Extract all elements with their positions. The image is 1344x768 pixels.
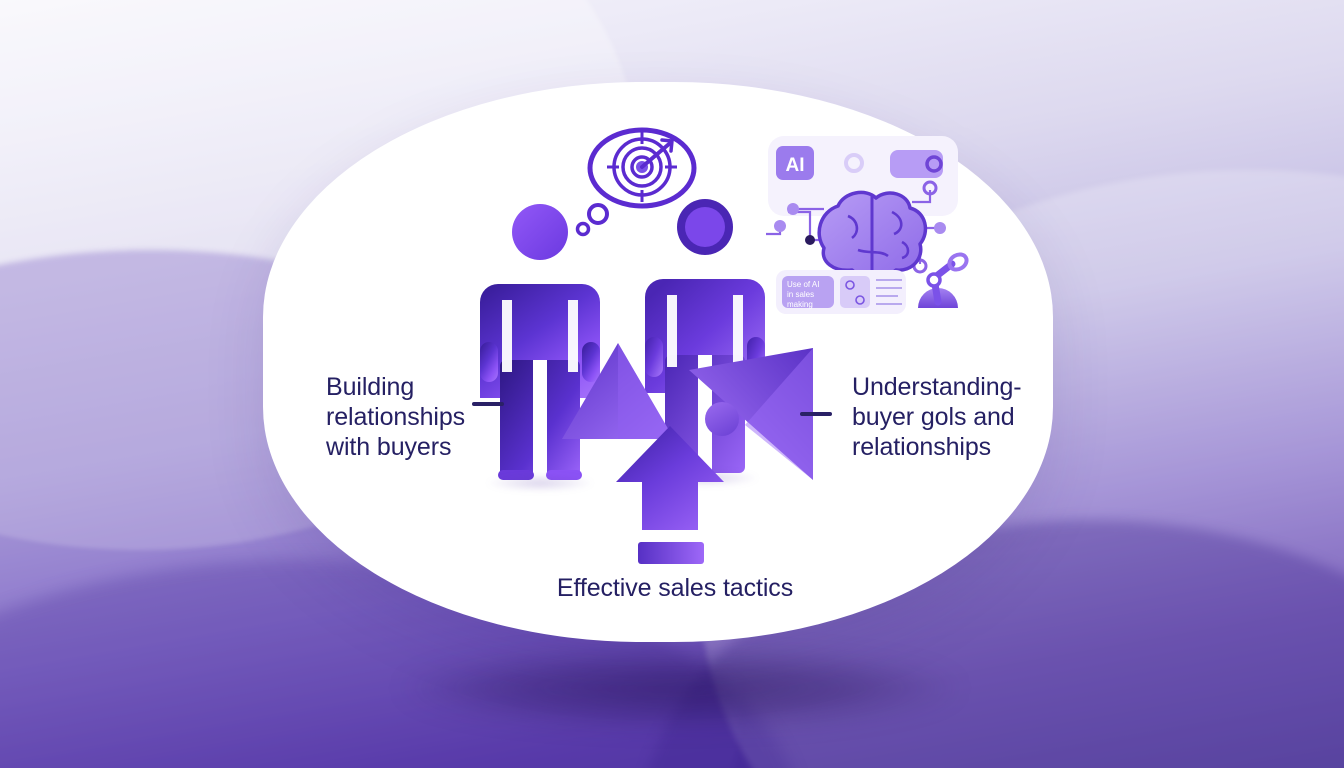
connector-dash-left: [472, 402, 504, 406]
thought-bubble: [568, 122, 698, 240]
label-understanding-buyer-goals: Understanding- buyer gols and relationsh…: [852, 373, 1022, 461]
triangle-accent-left: [560, 335, 680, 445]
label-effective-sales-tactics: Effective sales tactics: [556, 574, 794, 602]
card-drop-shadow: [400, 648, 960, 728]
figure-shadow-left: [485, 474, 595, 492]
triangle-accent-right: [675, 330, 815, 490]
leg-gap-left: [533, 360, 547, 478]
ai-panel: AI: [762, 130, 972, 330]
accent-dot: [705, 402, 739, 436]
card-glyph-icon: [845, 280, 865, 305]
head-left: [512, 204, 568, 260]
ring-widget-icon: [844, 153, 864, 173]
connector-dash-right: [800, 412, 832, 416]
card-text-lines: [876, 279, 902, 305]
ai-card-text-2: in sales: [787, 290, 814, 299]
person-figure-left: [480, 200, 600, 492]
pill-widget: [890, 150, 943, 178]
label-building-relationships: Building relationships with buyers: [326, 373, 466, 461]
ai-info-card: Use of AI in sales making: [776, 270, 906, 314]
arrow-up-icon: [612, 420, 732, 565]
head-right-inner: [685, 207, 725, 247]
ai-badge: AI: [776, 146, 814, 180]
toggle-knob-icon: [925, 155, 943, 173]
ai-card-text-3: making: [787, 300, 813, 309]
ai-badge-label: AI: [786, 155, 805, 176]
target-icon: [607, 132, 677, 202]
ai-card-text-1: Use of AI: [787, 280, 819, 289]
robot-arm-icon: [918, 252, 969, 308]
